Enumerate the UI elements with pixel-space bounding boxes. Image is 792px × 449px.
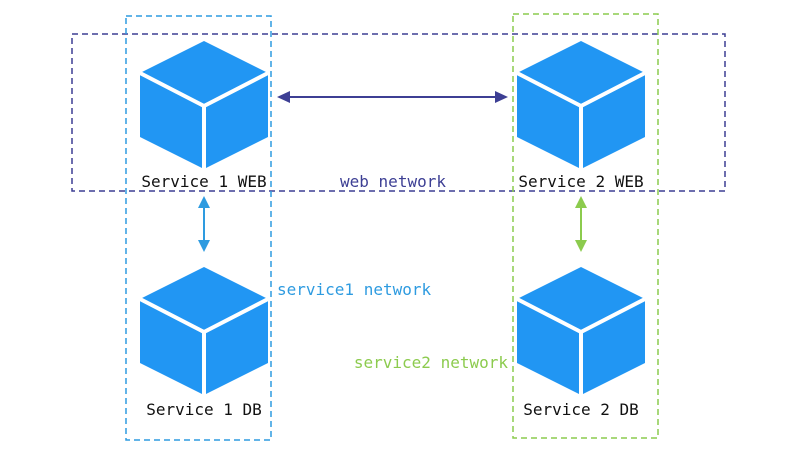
- service1-web-cube-icon: [138, 39, 270, 171]
- service1-db-label: Service 1 DB: [146, 400, 262, 419]
- service2-web-label: Service 2 WEB: [518, 172, 643, 191]
- service1-network-boundary: [125, 15, 272, 441]
- service2-link-arrow: [575, 196, 587, 252]
- service1-link-arrow: [198, 196, 210, 252]
- service2-network-label: service2 network: [354, 353, 508, 372]
- service1-web-label: Service 1 WEB: [141, 172, 266, 191]
- service2-network-boundary: [512, 13, 659, 439]
- web-link-arrow: [277, 91, 508, 103]
- service1-db-cube-icon: [138, 265, 270, 397]
- service2-db-label: Service 2 DB: [523, 400, 639, 419]
- service1-network-label: service1 network: [277, 280, 431, 299]
- service2-db-cube-icon: [515, 265, 647, 397]
- service2-web-cube-icon: [515, 39, 647, 171]
- web-network-label: web network: [340, 172, 446, 191]
- web-network-boundary: [71, 33, 726, 192]
